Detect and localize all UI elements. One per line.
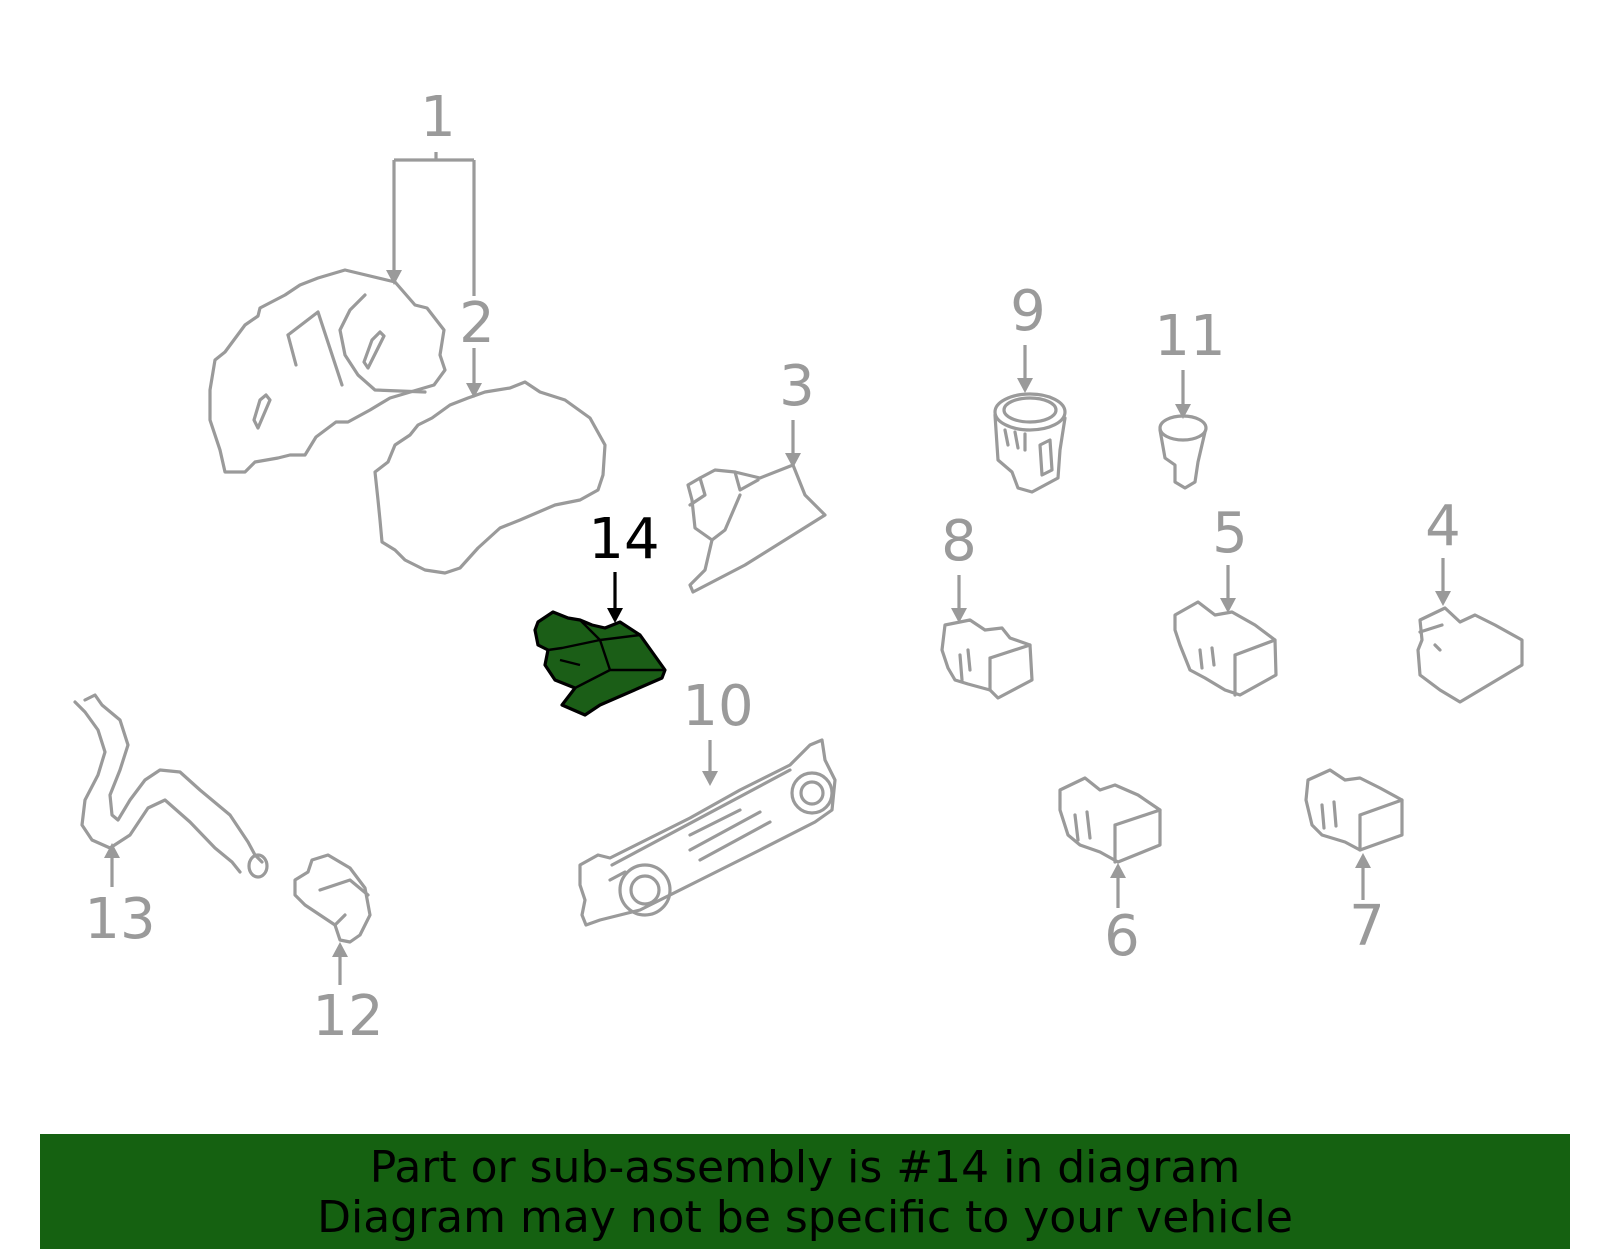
arrowhead-6 (1110, 863, 1126, 878)
arrowhead-3 (785, 453, 801, 468)
arrowhead-4 (1435, 591, 1451, 606)
leader-1 (392, 152, 476, 296)
arrowhead-5 (1220, 598, 1236, 613)
callout-4[interactable]: 4 (1425, 494, 1461, 559)
callout-7[interactable]: 7 (1349, 894, 1385, 959)
part-13-hose[interactable] (73, 693, 269, 879)
arrowhead-12 (332, 942, 348, 957)
part-8-switch[interactable] (940, 618, 1034, 700)
leader-lines (104, 152, 1451, 985)
callout-8[interactable]: 8 (941, 509, 977, 574)
arrowhead-11 (1175, 404, 1191, 419)
part-12-sensor[interactable] (293, 853, 372, 944)
callout-labels: 1 2 3 9 11 8 5 4 14 10 6 7 13 12 (84, 85, 1460, 1049)
callout-3[interactable]: 3 (779, 354, 815, 419)
callout-6[interactable]: 6 (1104, 904, 1140, 969)
banner-line-disclaimer: Diagram may not be specific to your vehi… (317, 1192, 1293, 1243)
callout-2[interactable]: 2 (459, 291, 495, 356)
arrowhead-13 (104, 843, 120, 858)
arrowhead-9 (1017, 378, 1033, 393)
part-6-switch[interactable] (1058, 776, 1162, 864)
callout-10[interactable]: 10 (682, 674, 753, 739)
banner-line-part-number: Part or sub-assembly is #14 in diagram (369, 1142, 1241, 1193)
callout-12[interactable]: 12 (312, 984, 383, 1049)
callout-11[interactable]: 11 (1154, 304, 1225, 369)
callout-14[interactable]: 14 (588, 507, 659, 572)
arrowhead-1 (386, 270, 402, 285)
part-7-switch[interactable] (1304, 768, 1404, 852)
callout-9[interactable]: 9 (1010, 279, 1046, 344)
arrowhead-7 (1355, 853, 1371, 868)
part-3-switch-bezel[interactable] (686, 463, 827, 594)
callout-1[interactable]: 1 (420, 85, 456, 150)
arrowhead-2 (466, 383, 482, 398)
part-9-power-outlet[interactable] (993, 392, 1067, 494)
part-5-switch[interactable] (1173, 600, 1278, 697)
arrowhead-14 (607, 608, 623, 623)
part-1-cluster-housing[interactable] (208, 268, 447, 474)
callout-5[interactable]: 5 (1212, 501, 1248, 566)
part-4-switch-block[interactable] (1416, 606, 1524, 704)
info-banner: Part or sub-assembly is #14 in diagram D… (40, 1134, 1570, 1249)
arrowhead-10 (702, 771, 718, 786)
part-2-cluster-lens[interactable] (373, 380, 607, 575)
part-14-highlighted[interactable] (533, 610, 667, 717)
part-11-lighter[interactable] (1158, 414, 1208, 490)
part-10-climate-control[interactable] (578, 738, 837, 927)
arrowhead-8 (951, 608, 967, 623)
callout-13[interactable]: 13 (84, 887, 155, 952)
